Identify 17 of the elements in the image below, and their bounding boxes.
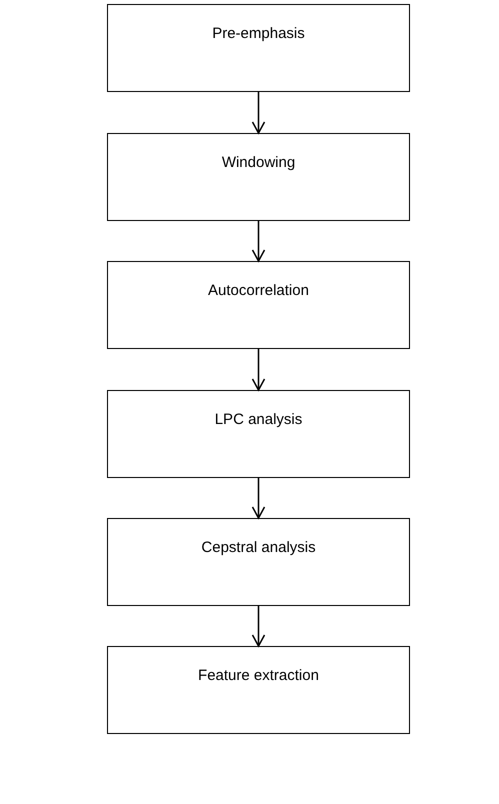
- process-box: [107, 646, 410, 734]
- box-label: Pre-emphasis: [212, 25, 305, 42]
- arrow: [252, 478, 266, 519]
- process-box: [107, 4, 410, 92]
- process-box: [107, 261, 410, 349]
- box-label: Windowing: [222, 154, 296, 171]
- arrow: [252, 349, 266, 391]
- process-box: [107, 390, 410, 478]
- process-box: [107, 518, 410, 606]
- box-label: Cepstral analysis: [201, 539, 316, 556]
- arrow: [252, 606, 266, 647]
- process-box: [107, 133, 410, 221]
- box-label: LPC analysis: [214, 411, 302, 428]
- arrow: [252, 221, 266, 262]
- box-label: Feature extraction: [198, 667, 319, 684]
- box-label: Autocorrelation: [208, 282, 309, 299]
- arrow: [252, 92, 266, 134]
